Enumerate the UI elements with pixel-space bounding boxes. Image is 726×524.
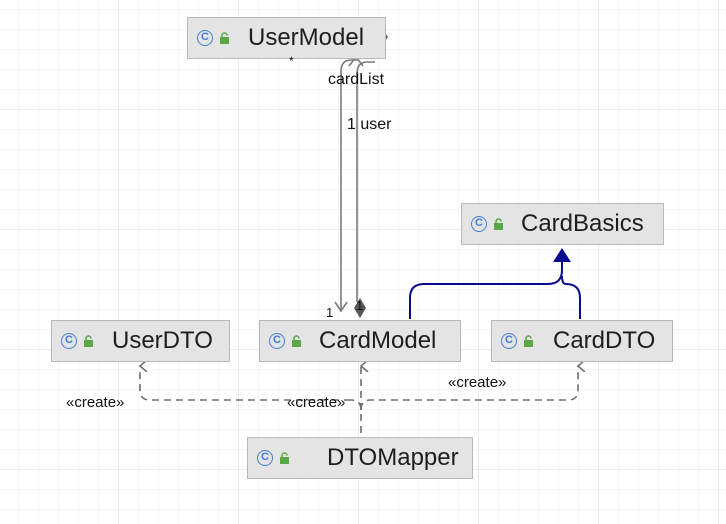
class-name: DTOMapper bbox=[327, 444, 459, 471]
class-name: CardBasics bbox=[521, 210, 644, 237]
stereotype-create-carddto: «create» bbox=[448, 374, 507, 391]
class-icon: C bbox=[61, 333, 77, 349]
class-icon: C bbox=[269, 333, 285, 349]
class-cardmodel[interactable]: C CardModel bbox=[259, 320, 461, 362]
class-icon: C bbox=[197, 30, 213, 46]
stereotype-create-userdto: «create» bbox=[66, 394, 125, 411]
class-carddto[interactable]: C CardDTO bbox=[491, 320, 673, 362]
association-line-right bbox=[356, 61, 375, 302]
inheritance-line-carddto bbox=[561, 275, 581, 319]
class-usermodel[interactable]: C UserModel bbox=[187, 17, 386, 59]
role-cardlist-label: cardList bbox=[328, 71, 385, 88]
multiplicity-many-label: * bbox=[289, 54, 294, 68]
association-edge bbox=[334, 55, 375, 313]
public-lock-icon bbox=[84, 335, 93, 347]
class-name: UserModel bbox=[248, 24, 365, 51]
stereotype-create-cardmodel: «create» bbox=[287, 394, 346, 411]
class-cardbasics[interactable]: C CardBasics bbox=[461, 203, 664, 245]
inheritance-triangle bbox=[553, 248, 571, 262]
multiplicity-one-label-left: 1 bbox=[326, 305, 334, 320]
dependency-edges bbox=[140, 366, 578, 433]
public-lock-icon bbox=[292, 335, 301, 347]
class-name: CardModel bbox=[319, 327, 437, 354]
multiplicity-one-label-right: 1 bbox=[356, 298, 364, 313]
role-user-label: 1 user bbox=[347, 116, 392, 133]
dependency-line-userdto bbox=[140, 366, 351, 401]
dependency-line-carddto bbox=[360, 366, 578, 411]
public-lock-icon bbox=[220, 32, 229, 44]
public-lock-icon bbox=[280, 452, 289, 464]
dependency-line-main bbox=[350, 399, 362, 433]
association-arrowhead-left bbox=[334, 301, 348, 313]
composition-diamond-cardmodel bbox=[354, 298, 366, 318]
class-icon: C bbox=[471, 216, 487, 232]
class-userdto[interactable]: C UserDTO bbox=[51, 320, 230, 362]
class-name: UserDTO bbox=[112, 327, 213, 354]
class-name: CardDTO bbox=[553, 327, 656, 354]
association-line-left bbox=[340, 59, 358, 311]
inheritance-line-cardmodel bbox=[409, 262, 563, 319]
class-dtomapper[interactable]: C DTOMapper bbox=[247, 437, 473, 479]
public-lock-icon bbox=[524, 335, 533, 347]
public-lock-icon bbox=[494, 218, 503, 230]
inheritance-edge bbox=[409, 262, 581, 319]
class-icon: C bbox=[257, 450, 273, 466]
class-icon: C bbox=[501, 333, 517, 349]
